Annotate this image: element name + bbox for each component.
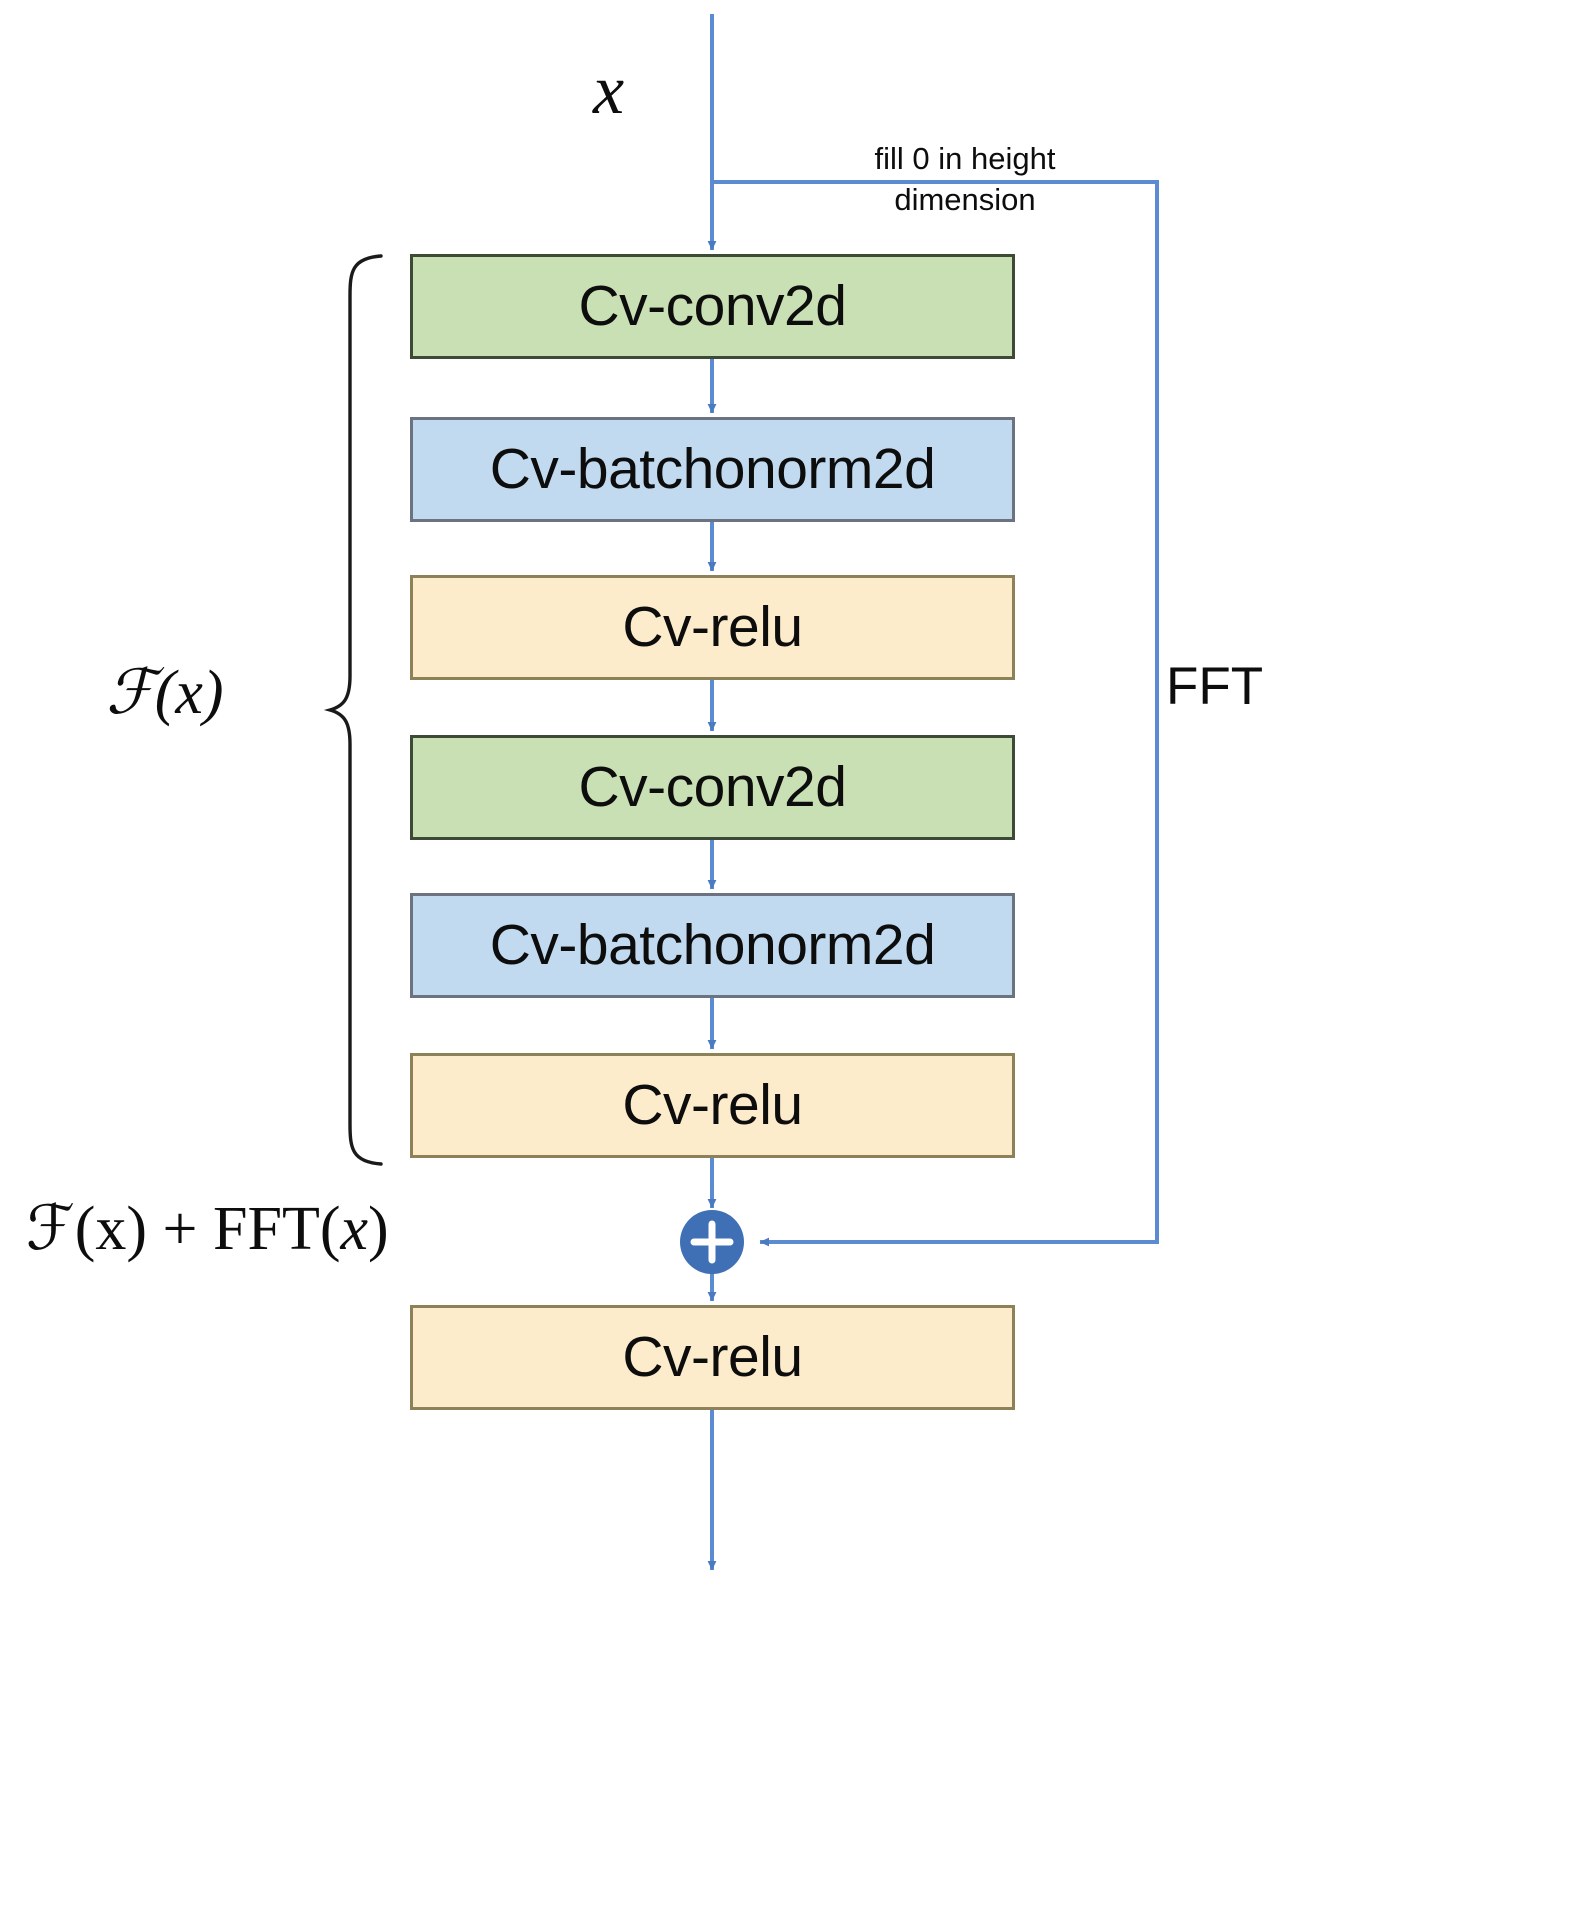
fill-zero-note: fill 0 in height dimension bbox=[830, 139, 1100, 221]
fill-zero-note-line2: dimension bbox=[894, 181, 1036, 217]
node-label: Cv-batchonorm2d bbox=[489, 437, 936, 501]
sum-label-middle: (x) + FFT( bbox=[74, 1195, 341, 1263]
sum-output-label: ℱ(x) + FFT(x) bbox=[26, 1198, 389, 1260]
script-f-glyph: ℱ bbox=[106, 659, 155, 727]
node-label: Cv-relu bbox=[622, 595, 803, 659]
fft-shortcut-label: FFT bbox=[1166, 657, 1264, 716]
sum-script-f-glyph: ℱ bbox=[26, 1195, 75, 1263]
node-label: Cv-conv2d bbox=[578, 755, 847, 819]
node-cv-conv2d-1[interactable]: Cv-conv2d bbox=[410, 254, 1015, 359]
node-cv-relu-2[interactable]: Cv-relu bbox=[410, 1053, 1015, 1158]
residual-function-label: ℱ(x) bbox=[106, 662, 224, 724]
residual-brace bbox=[323, 254, 383, 1166]
node-label: Cv-relu bbox=[622, 1073, 803, 1137]
node-cv-batchonorm2d-2[interactable]: Cv-batchonorm2d bbox=[410, 893, 1015, 998]
residual-function-args: (x) bbox=[154, 659, 224, 727]
sum-node bbox=[680, 1210, 744, 1274]
fill-zero-note-line1: fill 0 in height bbox=[874, 141, 1056, 176]
node-cv-conv2d-2[interactable]: Cv-conv2d bbox=[410, 735, 1015, 840]
node-cv-relu-1[interactable]: Cv-relu bbox=[410, 575, 1015, 680]
node-label: Cv-batchonorm2d bbox=[489, 913, 936, 977]
sum-label-variable: x bbox=[340, 1195, 369, 1263]
node-cv-relu-3[interactable]: Cv-relu bbox=[410, 1305, 1015, 1410]
node-label: Cv-conv2d bbox=[578, 274, 847, 338]
node-label: Cv-relu bbox=[622, 1325, 803, 1389]
sum-label-end: ) bbox=[368, 1195, 389, 1263]
input-symbol-label: x bbox=[593, 52, 625, 129]
node-cv-batchonorm2d-1[interactable]: Cv-batchonorm2d bbox=[410, 417, 1015, 522]
